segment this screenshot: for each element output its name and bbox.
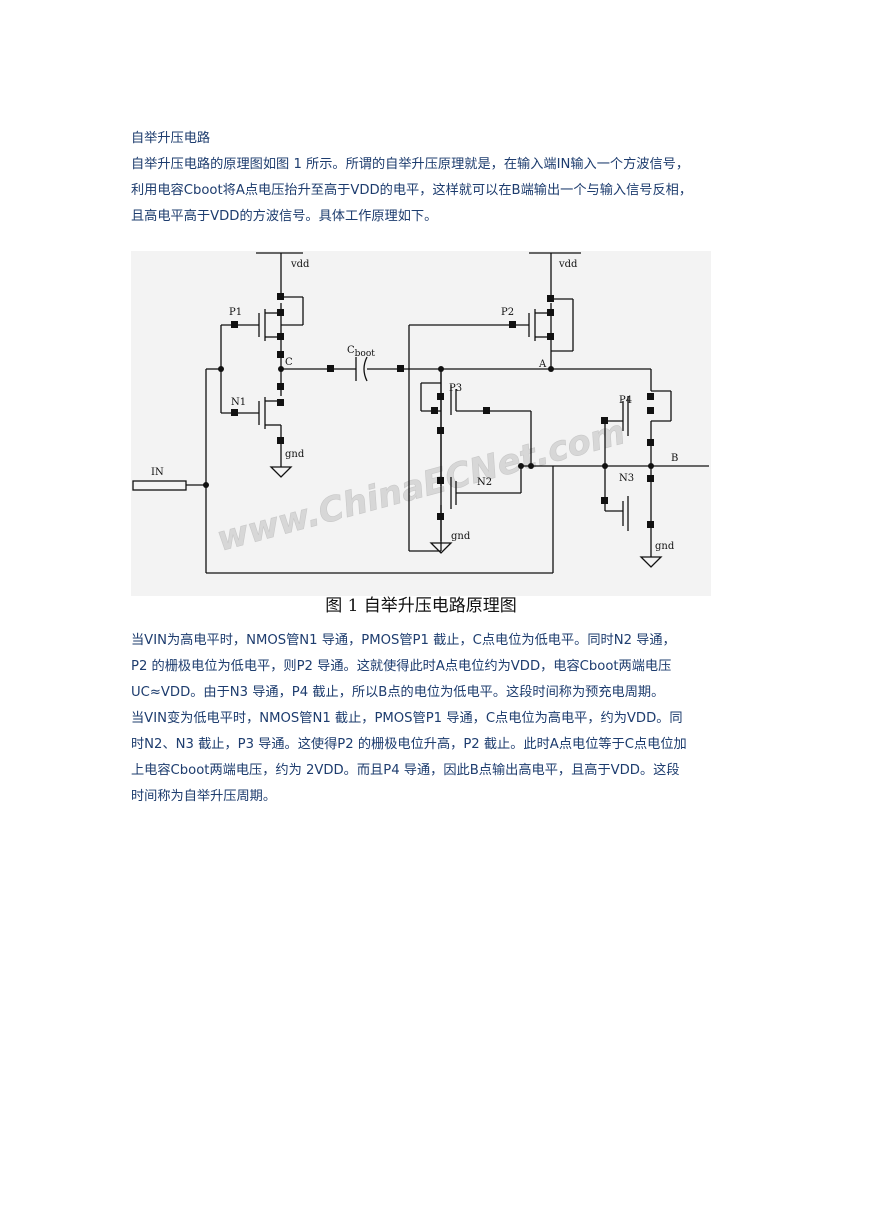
label-p1: P1: [229, 307, 242, 318]
circuit-schematic: www.ChinaECNet.com: [131, 251, 711, 596]
label-gnd-left: gnd: [285, 449, 305, 460]
label-cboot-main: C: [347, 345, 355, 356]
label-vdd-left: vdd: [290, 259, 310, 270]
label-n3: N3: [619, 473, 634, 484]
label-cboot-sub: boot: [355, 349, 376, 359]
label-p2: P2: [501, 307, 514, 318]
paragraph-line: UC≈VDD。由于N3 导通，P4 截止，所以B点的电位为低电平。这段时间称为预…: [131, 685, 665, 700]
precharge-paragraph: 当VIN为高电平时，NMOS管N1 导通，PMOS管P1 截止，C点电位为低电平…: [131, 628, 741, 706]
label-gnd-mid: gnd: [451, 531, 471, 542]
intro-line: 且高电平高于VDD的方波信号。具体工作原理如下。: [131, 209, 438, 224]
label-p3: P3: [449, 383, 462, 394]
intro-line: 利用电容Cboot将A点电压抬升至高于VDD的电平，这样就可以在B端输出一个与输…: [131, 183, 693, 198]
intro-paragraph: 自举升压电路的原理图如图 1 所示。所谓的自举升压原理就是，在输入端IN输入一个…: [131, 152, 741, 230]
label-gnd-right: gnd: [655, 541, 675, 552]
label-a: A: [538, 359, 547, 370]
label-n2: N2: [477, 477, 492, 488]
bootstrap-paragraph: 当VIN变为低电平时，NMOS管N1 截止，PMOS管P1 导通，C点电位为高电…: [131, 706, 741, 810]
figure-caption: 图 1 自举升压电路原理图: [325, 596, 517, 616]
paragraph-line: 时间称为自举升压周期。: [131, 789, 277, 804]
paragraph-line: 当VIN为高电平时，NMOS管N1 导通，PMOS管P1 截止，C点电位为低电平…: [131, 633, 676, 648]
label-in: IN: [151, 467, 164, 478]
label-n1: N1: [231, 397, 246, 408]
paragraph-line: 上电容Cboot两端电压，约为 2VDD。而且P4 导通，因此B点输出高电平，且…: [131, 763, 680, 778]
paragraph-line: 时N2、N3 截止，P3 导通。这使得P2 的栅极电位升高，P2 截止。此时A点…: [131, 737, 687, 752]
label-cboot: Cboot: [347, 345, 375, 359]
label-b: B: [671, 453, 678, 464]
label-vdd-right: vdd: [558, 259, 578, 270]
label-p4: P4: [619, 395, 632, 406]
document-title: 自举升压电路: [131, 131, 211, 146]
intro-line: 自举升压电路的原理图如图 1 所示。所谓的自举升压原理就是，在输入端IN输入一个…: [131, 157, 690, 172]
paragraph-line: 当VIN变为低电平时，NMOS管N1 截止，PMOS管P1 导通，C点电位为高电…: [131, 711, 683, 726]
label-c: C: [285, 357, 293, 368]
paragraph-line: P2 的栅极电位为低电平，则P2 导通。这就使得此时A点电位约为VDD，电容Cb…: [131, 659, 672, 674]
